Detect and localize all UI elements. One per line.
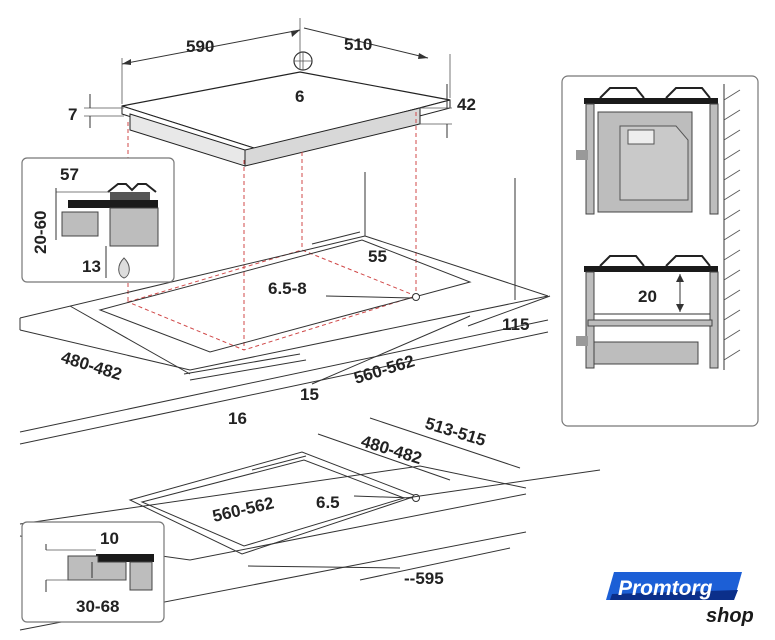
label-513-515: 513-515 bbox=[423, 414, 488, 450]
label-16: 16 bbox=[228, 409, 247, 428]
dimension-6-5-8: 6.5-8 bbox=[268, 279, 413, 299]
label-42: 42 bbox=[457, 95, 476, 114]
promtorg-shop-logo: Promtorg shop bbox=[606, 572, 754, 627]
label-115: 115 bbox=[502, 315, 529, 334]
label-6: 6 bbox=[295, 87, 304, 106]
inset-burner-section: 57 20-60 13 bbox=[21, 157, 175, 283]
dimension-55: 55 bbox=[311, 231, 387, 266]
logo-main-text: Promtorg bbox=[618, 577, 713, 600]
label-30-68: 30-68 bbox=[76, 597, 119, 616]
label-480-482-top: 480-482 bbox=[59, 348, 124, 384]
label-560-562-bottom: 560-562 bbox=[211, 493, 276, 526]
label-480-482-bottom: 480-482 bbox=[359, 432, 424, 468]
dimension-560-562-bottom: 560-562 bbox=[211, 493, 276, 526]
logo-sub-text: shop bbox=[706, 605, 754, 627]
dimension-7: 7 bbox=[68, 94, 124, 128]
label-57: 57 bbox=[60, 165, 79, 184]
label-590: 590 bbox=[186, 37, 214, 56]
dimension-6-5: 6.5 bbox=[316, 493, 413, 512]
label-510: 510 bbox=[344, 35, 372, 54]
label-560-562-top: 560-562 bbox=[352, 351, 417, 387]
dimension-510: 510 bbox=[303, 27, 451, 98]
countertop-top bbox=[19, 172, 549, 445]
label-6-5: 6.5 bbox=[316, 493, 340, 512]
label-55: 55 bbox=[368, 247, 387, 266]
dimension-480-482-top: 480-482 bbox=[59, 305, 191, 384]
wall-hatch bbox=[723, 84, 741, 370]
label-20: 20 bbox=[638, 287, 657, 306]
label-15: 15 bbox=[300, 385, 319, 404]
label-6-5-8: 6.5-8 bbox=[268, 279, 307, 298]
label-20-60: 20-60 bbox=[31, 211, 50, 254]
label-13: 13 bbox=[82, 257, 101, 276]
label-7: 7 bbox=[68, 105, 77, 124]
hob-drawing bbox=[121, 51, 451, 167]
dimension-595: --595 bbox=[404, 569, 444, 588]
inset-countertop-thickness: 10 30-68 bbox=[21, 521, 165, 623]
dimension-42: 42 bbox=[418, 84, 476, 138]
label-10: 10 bbox=[100, 529, 119, 548]
inset-installation-side: 20 bbox=[561, 75, 759, 427]
label-595: --595 bbox=[404, 569, 444, 588]
dimension-590: 590 bbox=[121, 18, 301, 104]
dimension-115: 115 bbox=[467, 295, 551, 334]
